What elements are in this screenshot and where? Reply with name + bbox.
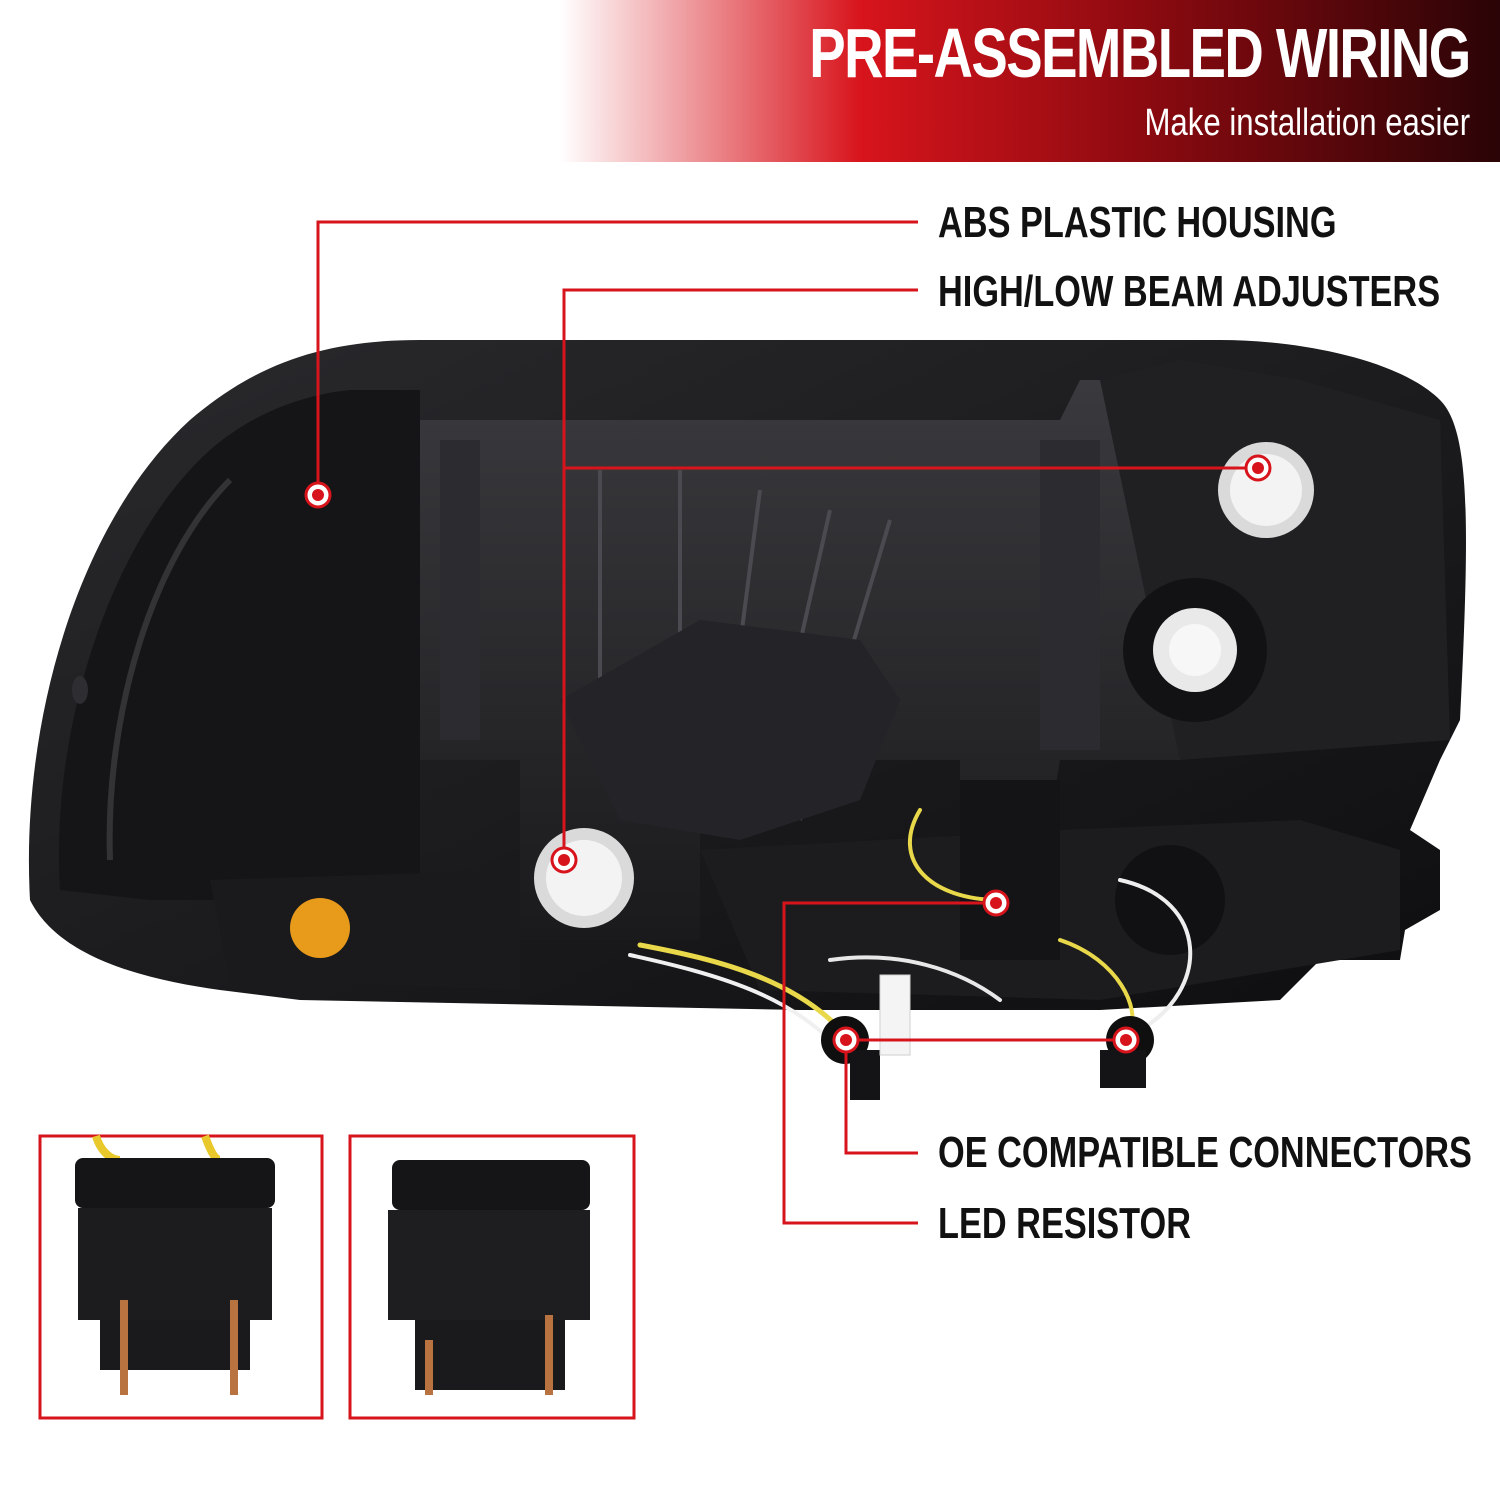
callout-abs-housing: ABS PLASTIC HOUSING — [938, 198, 1337, 247]
connector-closeup-left — [38, 1134, 324, 1420]
beam-adjuster-bottom — [534, 828, 634, 928]
led-resistor — [879, 974, 911, 1056]
banner-title: PRE-ASSEMBLED WIRING — [809, 14, 1472, 92]
header-banner: PRE-ASSEMBLED WIRING Make installation e… — [0, 0, 1500, 162]
callout-led-resistor: LED RESISTOR — [938, 1199, 1192, 1248]
callout-beam-adjusters: HIGH/LOW BEAM ADJUSTERS — [938, 267, 1441, 316]
callout-lines — [316, 220, 1258, 1225]
wiring-harness — [628, 808, 1193, 1052]
connector-closeup-right — [348, 1134, 636, 1420]
beam-adjuster-top — [1218, 442, 1314, 538]
lower-lamp-assembly — [210, 780, 1400, 1000]
callout-oe-connectors: OE COMPATIBLE CONNECTORS — [938, 1128, 1472, 1177]
bulb-socket-area — [1100, 360, 1450, 760]
banner-subtitle: Make installation easier — [1144, 102, 1470, 144]
callout-dots — [304, 454, 1272, 1054]
